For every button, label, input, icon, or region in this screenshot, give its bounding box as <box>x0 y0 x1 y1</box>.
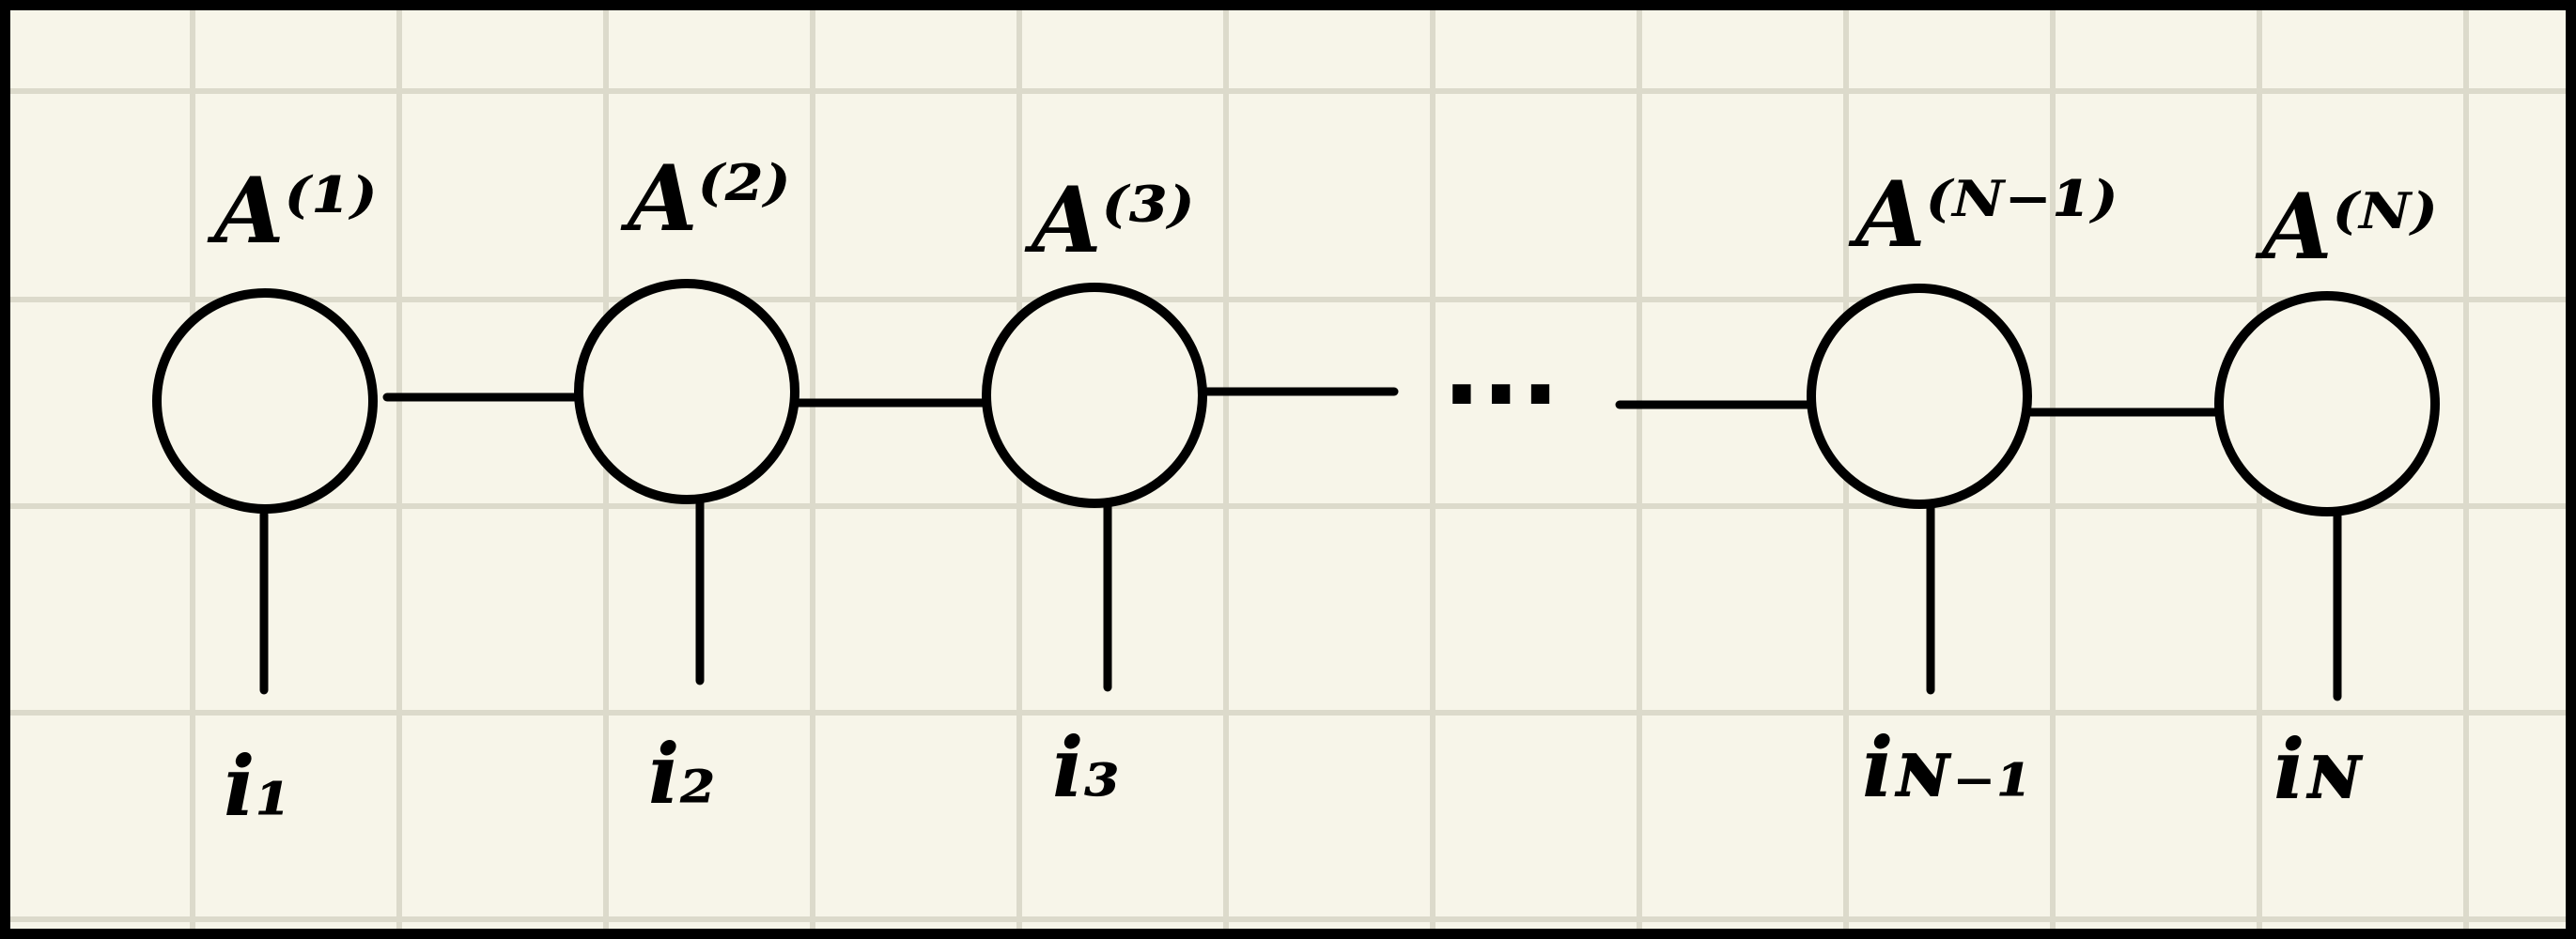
tensor-label-3: A⁽³⁾ <box>1024 167 1195 273</box>
tensor-node-2 <box>574 279 799 504</box>
tensor-node-1 <box>152 288 378 514</box>
bond-lines <box>382 387 2222 417</box>
tensor-label-n1: A⁽ᴺ⁻¹⁾ <box>1848 162 2118 268</box>
tensor-label-2: A⁽²⁾ <box>620 146 791 252</box>
index-label-n1: iɴ₋₁ <box>1862 718 2032 816</box>
ellipsis: ... <box>1442 308 1560 428</box>
index-label-3: i₃ <box>1052 718 1120 816</box>
tensor-node-n1 <box>1807 284 2032 509</box>
tensor-node-3 <box>982 283 1207 508</box>
index-label-n: iɴ <box>2273 720 2364 818</box>
tensor-label-1: A⁽¹⁾ <box>207 158 378 264</box>
tensor-node-n <box>2214 291 2440 516</box>
tensor-nodes <box>152 279 2440 516</box>
physical-legs <box>259 493 2342 701</box>
index-label-1: i₁ <box>224 737 291 835</box>
tensor-label-n: A⁽ᴺ⁾ <box>2255 174 2438 280</box>
index-label-2: i₂ <box>648 725 716 823</box>
